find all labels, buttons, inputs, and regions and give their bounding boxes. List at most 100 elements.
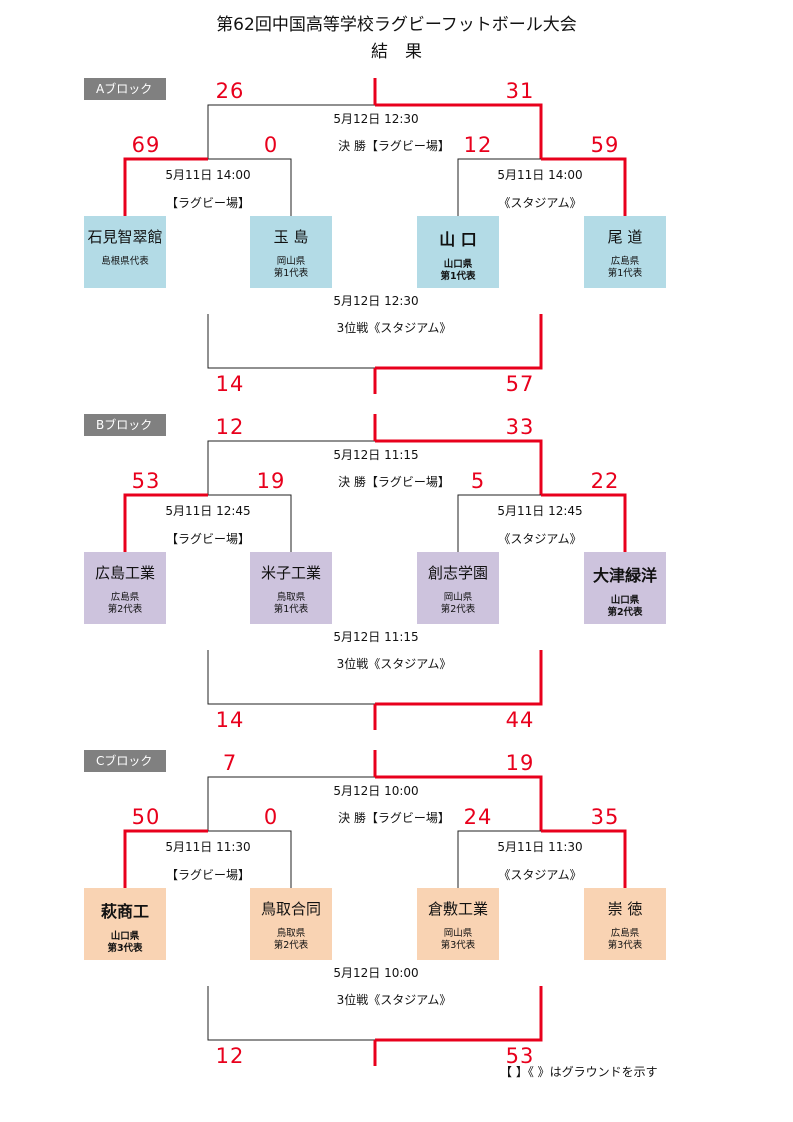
third-date: 5月12日 10:00 xyxy=(333,966,419,980)
team-name: 崇 徳 xyxy=(607,900,643,918)
team-pref: 広島県 xyxy=(110,592,140,603)
team-pref: 山口県 xyxy=(110,931,140,942)
team-rep: 第3代表 xyxy=(440,940,476,951)
semi-right-line-left xyxy=(457,158,541,216)
team-rep: 第2代表 xyxy=(440,604,476,615)
semi-left-score-left: 50 xyxy=(131,805,161,829)
team-name: 萩商工 xyxy=(100,902,149,921)
team-card: 倉敷工業 岡山県 第3代表 xyxy=(417,888,499,960)
semi-left-date: 5月11日 12:45 xyxy=(165,504,251,518)
semi-right-date: 5月11日 14:00 xyxy=(497,168,583,182)
semi-left-date: 5月11日 11:30 xyxy=(165,840,251,854)
semi-left-venue: 【ラグビー場】 xyxy=(165,532,250,546)
bracket-lines xyxy=(123,414,627,730)
team-card: 尾 道 広島県 第1代表 xyxy=(584,216,666,288)
team-card: 玉 島 岡山県 第1代表 xyxy=(250,216,332,288)
third-score-left: 14 xyxy=(215,708,245,732)
semi-right-score-left: 12 xyxy=(463,133,493,157)
team-rep: 第1代表 xyxy=(273,604,309,615)
semi-right-line-right xyxy=(541,829,627,888)
third-line-right xyxy=(375,650,543,706)
team-card: 米子工業 鳥取県 第1代表 xyxy=(250,552,332,624)
team-name: 創志学園 xyxy=(427,564,488,582)
semi-left-line-right xyxy=(208,830,292,888)
team-card: 創志学園 岡山県 第2代表 xyxy=(417,552,499,624)
team-pref: 広島県 xyxy=(610,928,640,939)
third-name: 3位戦《スタジアム》 xyxy=(336,993,452,1007)
team-rep: 第3代表 xyxy=(607,940,643,951)
final-score-left: 12 xyxy=(215,415,245,439)
semi-left-line-right xyxy=(208,494,292,552)
semi-right-line-left xyxy=(457,830,541,888)
semi-left-score-right: 0 xyxy=(263,133,279,157)
team-card: 崇 徳 広島県 第3代表 xyxy=(584,888,666,960)
semi-left-score-left: 53 xyxy=(131,469,161,493)
team-card: 鳥取合同 鳥取県 第2代表 xyxy=(250,888,332,960)
bracket-block-b: Bブロック 12 33 5月12日 11:15 決 勝【ラグビー場】 53 19… xyxy=(0,414,793,744)
third-name: 3位戦《スタジアム》 xyxy=(336,321,452,335)
semi-right-score-left: 5 xyxy=(470,469,486,493)
team-name: 尾 道 xyxy=(607,228,643,246)
team-name: 米子工業 xyxy=(260,564,321,582)
third-date: 5月12日 12:30 xyxy=(333,294,419,308)
semi-left-line-left xyxy=(123,493,208,552)
final-line-left xyxy=(207,776,375,831)
team-card: 大津緑洋 山口県 第2代表 xyxy=(584,552,666,624)
final-date: 5月12日 10:00 xyxy=(333,784,419,798)
team-pref: 岡山県 xyxy=(443,928,473,939)
team-rep: 第2代表 xyxy=(607,607,643,618)
third-line-left xyxy=(207,650,375,705)
semi-right-line-right xyxy=(541,157,627,216)
block-label: Bブロック xyxy=(84,414,166,436)
third-score-right: 57 xyxy=(505,372,535,396)
semi-left-score-right: 0 xyxy=(263,805,279,829)
semi-right-venue: 《スタジアム》 xyxy=(498,532,582,546)
semi-right-date: 5月11日 12:45 xyxy=(497,504,583,518)
team-card: 山 口 山口県 第1代表 xyxy=(417,216,499,288)
bracket-block-a: Aブロック 26 31 5月12日 12:30 決 勝【ラグビー場】 69 0 … xyxy=(0,78,793,408)
final-name: 決 勝【ラグビー場】 xyxy=(338,475,450,489)
page-subtitle: 結 果 xyxy=(371,42,422,62)
semi-left-line-left xyxy=(123,829,208,888)
third-line-right xyxy=(375,986,543,1042)
semi-right-score-right: 59 xyxy=(590,133,620,157)
semi-right-score-right: 35 xyxy=(590,805,620,829)
team-pref: 山口県 xyxy=(610,595,640,606)
block-label: Cブロック xyxy=(84,750,166,772)
semi-right-score-left: 24 xyxy=(463,805,493,829)
block-label: Aブロック xyxy=(84,78,166,100)
semi-right-venue: 《スタジアム》 xyxy=(498,868,582,882)
bracket-lines xyxy=(123,750,627,1066)
team-rep: 第2代表 xyxy=(107,604,143,615)
final-score-right: 31 xyxy=(505,79,535,103)
semi-right-line-right xyxy=(541,493,627,552)
team-pref: 鳥取県 xyxy=(276,592,306,603)
semi-right-score-right: 22 xyxy=(590,469,620,493)
final-score-right: 33 xyxy=(505,415,535,439)
final-line-right xyxy=(375,775,543,831)
third-score-left: 14 xyxy=(215,372,245,396)
team-pref: 岡山県 xyxy=(443,592,473,603)
team-name: 石見智翠館 xyxy=(87,228,163,246)
semi-left-date: 5月11日 14:00 xyxy=(165,168,251,182)
team-pref: 山口県 xyxy=(443,259,473,270)
team-rep: 第1代表 xyxy=(607,268,643,279)
team-rep: 第1代表 xyxy=(440,271,476,282)
semi-left-line-right xyxy=(208,158,292,216)
team-name: 倉敷工業 xyxy=(427,900,488,918)
team-name: 玉 島 xyxy=(273,228,309,246)
semi-right-date: 5月11日 11:30 xyxy=(497,840,583,854)
third-date: 5月12日 11:15 xyxy=(333,630,419,644)
semi-left-venue: 【ラグビー場】 xyxy=(165,196,250,210)
team-pref: 広島県 xyxy=(610,256,640,267)
team-name: 広島工業 xyxy=(94,564,155,582)
page-title: 第62回中国高等学校ラグビーフットボール大会 xyxy=(216,15,577,35)
semi-left-venue: 【ラグビー場】 xyxy=(165,868,250,882)
third-line-right xyxy=(375,314,543,370)
team-card: 石見智翠館 島根県代表 xyxy=(84,216,166,288)
footnote: 【 】《 》はグラウンドを示す xyxy=(500,1065,658,1079)
third-score-right: 44 xyxy=(505,708,535,732)
team-name: 大津緑洋 xyxy=(592,566,657,585)
third-name: 3位戦《スタジアム》 xyxy=(336,657,452,671)
final-score-left: 7 xyxy=(222,751,238,775)
